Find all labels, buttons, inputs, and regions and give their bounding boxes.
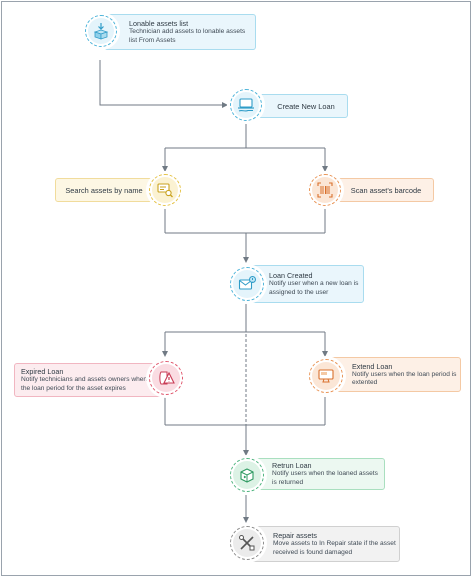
step-search-title: Search assets by name	[65, 185, 143, 195]
monitor-extend-icon	[318, 369, 334, 383]
tools-repair-icon	[239, 535, 255, 551]
step-repair-description: Move assets to In Repair state if the as…	[273, 540, 396, 556]
step-lonable-description: Technician add assets to lonable assets …	[129, 28, 246, 44]
step-extend-loan-card: Extend Loan Notify users when the loan p…	[324, 357, 461, 392]
step-expired-loan-card: Expired Loan Notify technicians and asse…	[14, 363, 166, 397]
step-repair-assets-card: Repair assets Move assets to In Repair s…	[246, 526, 400, 562]
step-return-description: Notify users when the loaned assets is r…	[272, 470, 378, 486]
step-search-assets-node	[146, 171, 184, 209]
step-expired-title: Expired Loan	[21, 367, 64, 377]
step-return-loan-card: Retrun Loan Notify users when the loaned…	[246, 458, 385, 490]
step-loan-created-description: Notify user when a new loan is assigned …	[269, 280, 359, 296]
step-repair-title: Repair assets	[273, 531, 317, 541]
step-expired-loan-node	[146, 358, 186, 398]
box-download-icon	[93, 23, 109, 40]
envelope-notify-icon	[238, 276, 256, 290]
barcode-scan-icon	[317, 182, 333, 198]
monitor-search-icon	[157, 183, 173, 198]
step-expired-description: Notify technicians and assets owners whe…	[21, 376, 148, 392]
step-extend-loan-node	[306, 356, 346, 396]
step-extend-title: Extend Loan	[352, 361, 393, 371]
connector-lonable-to-create	[99, 60, 228, 108]
step-return-title: Retrun Loan	[272, 461, 312, 471]
step-scan-title: Scan asset's barcode	[350, 185, 422, 195]
step-create-loan-node	[227, 86, 265, 124]
step-lonable-title: Lonable assets list	[129, 19, 189, 29]
laptop-hand-icon	[238, 98, 254, 112]
step-lonable-node	[82, 12, 120, 50]
step-extend-description: Notify users when the loan period is ext…	[352, 370, 457, 386]
step-lonable-assets-card: Lonable assets list Technician add asset…	[104, 14, 256, 50]
step-loan-created-node	[227, 264, 267, 304]
step-create-loan-title: Create New Loan	[277, 101, 335, 111]
step-return-loan-node	[227, 455, 267, 495]
warning-shield-icon	[159, 371, 175, 385]
box-return-icon	[240, 468, 254, 483]
step-scan-barcode-node	[306, 171, 344, 209]
step-loan-created-title: Loan Created	[269, 271, 313, 281]
step-repair-assets-node	[227, 523, 267, 563]
